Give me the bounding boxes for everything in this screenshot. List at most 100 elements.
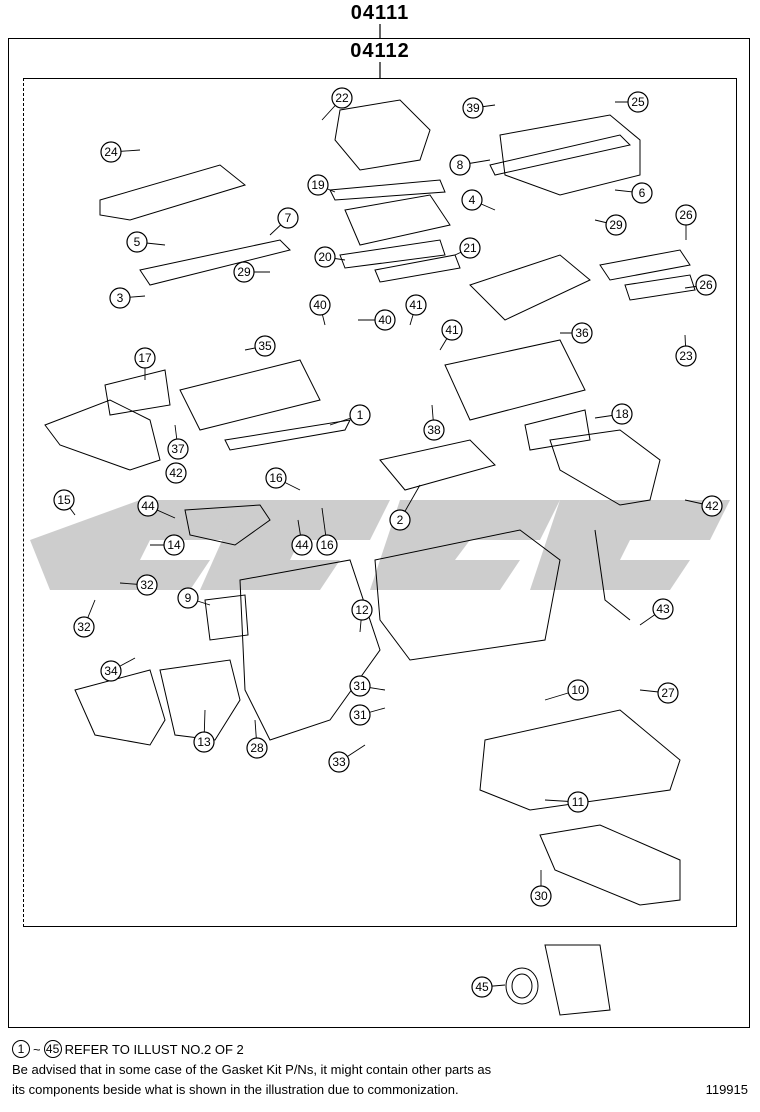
callout-number: 13 [197, 735, 211, 749]
cylinder-head-right [444, 339, 586, 421]
callout-circle [265, 467, 287, 489]
head-gasket-right [379, 439, 496, 491]
callout-number: 26 [679, 208, 693, 222]
callout-number: 8 [457, 158, 464, 172]
callout-number: 25 [631, 95, 645, 109]
callout-number: 31 [353, 708, 367, 722]
range-end-circle: 45 [43, 1040, 62, 1058]
callout-circle [165, 462, 187, 484]
callout-number: 16 [269, 471, 283, 485]
callout-number: 43 [656, 602, 670, 616]
callout-number: 40 [313, 298, 327, 312]
exhaust-manifold-right [549, 429, 661, 506]
callout-number: 4 [469, 193, 476, 207]
outer-frame [8, 38, 750, 1028]
callout-number: 42 [169, 466, 183, 480]
callout-number: 12 [355, 603, 369, 617]
callout-circle [167, 438, 189, 460]
callout-circle [331, 87, 353, 109]
callout-number: 28 [250, 741, 264, 755]
callout-number: 6 [639, 186, 646, 200]
callout-circle [571, 322, 593, 344]
callout-number: 29 [237, 265, 251, 279]
callout-circle [530, 885, 552, 907]
intake-manifold-lower [469, 254, 591, 321]
callout-circle [126, 231, 148, 253]
callout-number: 33 [332, 755, 346, 769]
advice-line-1: Be advised that in some case of the Gask… [12, 1062, 492, 1077]
callout-circle [459, 237, 481, 259]
callout-circle [631, 182, 653, 204]
callout-circle [177, 587, 199, 609]
callout-circle [462, 97, 484, 119]
intake-gasket-21 [374, 254, 461, 283]
cover-gasket-left [139, 239, 291, 286]
callout-number: 9 [185, 591, 192, 605]
callout-circle [314, 246, 336, 268]
callout-circle [307, 174, 329, 196]
callout-circle [136, 574, 158, 596]
callout-number: 24 [104, 145, 118, 159]
callout-circle [675, 204, 697, 226]
cylinder-head-left [179, 359, 321, 431]
callout-number: 21 [463, 241, 477, 255]
intake-plenum [334, 99, 431, 171]
callout-number: 20 [318, 250, 332, 264]
subassembly-code: 04112 [350, 40, 410, 62]
callout-circle [73, 616, 95, 638]
callout-number: 32 [140, 578, 154, 592]
callout-circle [246, 737, 268, 759]
callout-number: 23 [679, 349, 693, 363]
callout-number: 29 [609, 218, 623, 232]
callout-circle [695, 274, 717, 296]
callout-circle [675, 345, 697, 367]
callout-circle [100, 141, 122, 163]
callout-number: 41 [409, 298, 423, 312]
rear-oil-seal [505, 967, 539, 1005]
callout-circle [163, 534, 185, 556]
oil-pan-lower [539, 824, 681, 906]
callout-circle [611, 403, 633, 425]
callout-circle [328, 751, 350, 773]
range-separator: ~ [33, 1041, 41, 1057]
callout-number: 44 [141, 499, 155, 513]
callout-circle [441, 319, 463, 341]
callout-circle [471, 976, 493, 998]
intake-gasket-20 [339, 239, 446, 269]
callout-number: 26 [699, 278, 713, 292]
timing-cover-gasket [159, 659, 241, 741]
callout-number: 38 [427, 423, 441, 437]
callout-circle [349, 675, 371, 697]
callout-circle [627, 91, 649, 113]
callout-number: 18 [615, 407, 629, 421]
footer-reference-line: 1 ~ 45 REFER TO ILLUST NO.2 OF 2 [12, 1040, 244, 1058]
callout-group: 1234567891011121314151616171819202122232… [53, 87, 723, 998]
callout-circle [657, 682, 679, 704]
exhaust-manifold-left [44, 399, 161, 471]
callout-number: 2 [397, 513, 404, 527]
callout-number: 45 [475, 980, 489, 994]
fuel-rail-upper [599, 249, 691, 281]
intake-gasket-19 [329, 179, 446, 201]
water-outlet-pipe [184, 504, 271, 546]
callout-number: 30 [534, 889, 548, 903]
callout-circle [316, 534, 338, 556]
callout-circle [701, 495, 723, 517]
callout-circle [137, 495, 159, 517]
callout-number: 27 [661, 686, 675, 700]
head-gasket-left [224, 419, 351, 451]
exhaust-gasket-17 [104, 369, 171, 416]
illustration-number: 119915 [705, 1082, 748, 1097]
refer-text: REFER TO ILLUST NO.2 OF 2 [64, 1041, 244, 1057]
callout-number: 35 [258, 339, 272, 353]
exhaust-gasket-18 [524, 409, 591, 451]
callout-number: 1 [357, 408, 364, 422]
timing-case [239, 559, 381, 741]
callout-number: 14 [167, 538, 181, 552]
callout-circle [351, 599, 373, 621]
callout-number: 40 [378, 313, 392, 327]
callout-circle [53, 489, 75, 511]
callout-number: 42 [705, 499, 719, 513]
callout-number: 10 [571, 683, 585, 697]
callout-circle [374, 309, 396, 331]
